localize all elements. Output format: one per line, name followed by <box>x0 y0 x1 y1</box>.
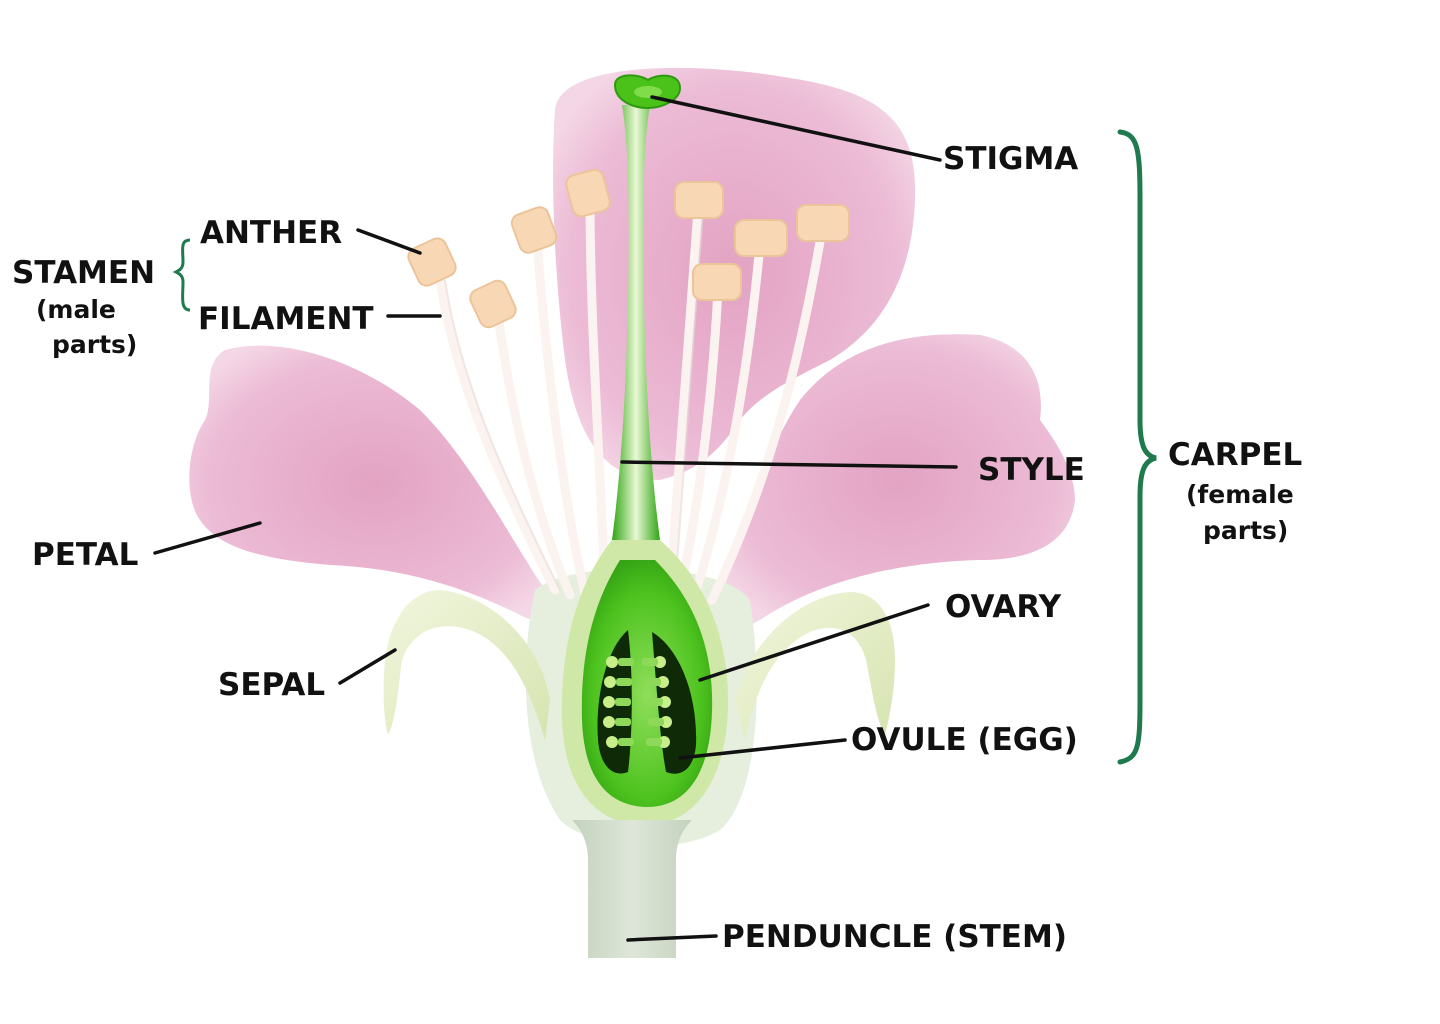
anthers <box>407 168 850 329</box>
anther-leader <box>356 228 422 255</box>
petal-leader <box>153 521 262 555</box>
ovule-label: OVULE (EGG) <box>851 722 1078 758</box>
petal-label: PETAL <box>32 537 138 573</box>
ovary-label: OVARY <box>945 589 1062 625</box>
left-petal <box>189 345 560 622</box>
ovule-dot <box>604 676 616 688</box>
stamen-filaments <box>435 195 827 605</box>
carpel-sub-label-1: (female <box>1186 480 1294 509</box>
ovule-dot <box>603 716 615 728</box>
sepal-label: SEPAL <box>218 667 325 703</box>
sepal-leader <box>338 648 397 685</box>
anther-shape <box>565 168 611 218</box>
carpel-sub-label-2: parts) <box>1203 516 1288 545</box>
stigma-leader <box>650 95 942 162</box>
carpel-label: CARPEL <box>1168 437 1302 473</box>
stamen-sub-label-2: parts) <box>52 330 137 359</box>
anther-shape <box>692 263 742 301</box>
anther-shape <box>674 181 724 219</box>
right-petal <box>719 334 1075 628</box>
ovary-leader <box>698 603 930 682</box>
anther-shape <box>469 279 517 329</box>
ovule-leader <box>678 738 847 760</box>
peduncle-shape <box>572 820 692 958</box>
flower-illustration <box>189 67 1075 958</box>
anther-shape <box>796 204 850 242</box>
anther-shape <box>734 219 788 257</box>
style-label: STYLE <box>978 452 1085 488</box>
labels: STIGMA ANTHER FILAMENT STAMEN (male part… <box>12 141 1302 955</box>
stamen-bracket <box>172 238 191 312</box>
left-sepal <box>383 590 550 740</box>
style-shape <box>612 105 660 540</box>
anther-shape <box>510 206 558 254</box>
leader-lines <box>153 95 958 942</box>
stamen-label: STAMEN <box>12 255 155 291</box>
anther-label: ANTHER <box>200 215 342 251</box>
ovule-dot <box>606 656 618 668</box>
anther-shape <box>407 237 457 287</box>
peduncle-label: PENDUNCLE (STEM) <box>722 919 1067 955</box>
style-leader <box>620 460 958 469</box>
filament-label: FILAMENT <box>198 301 374 337</box>
peduncle-leader <box>626 934 718 942</box>
ovule-dot <box>603 696 615 708</box>
stamen-sub-label-1: (male <box>36 295 116 324</box>
ovule-dot <box>606 736 618 748</box>
stigma-label: STIGMA <box>943 141 1078 177</box>
carpel-bracket <box>1117 129 1157 765</box>
